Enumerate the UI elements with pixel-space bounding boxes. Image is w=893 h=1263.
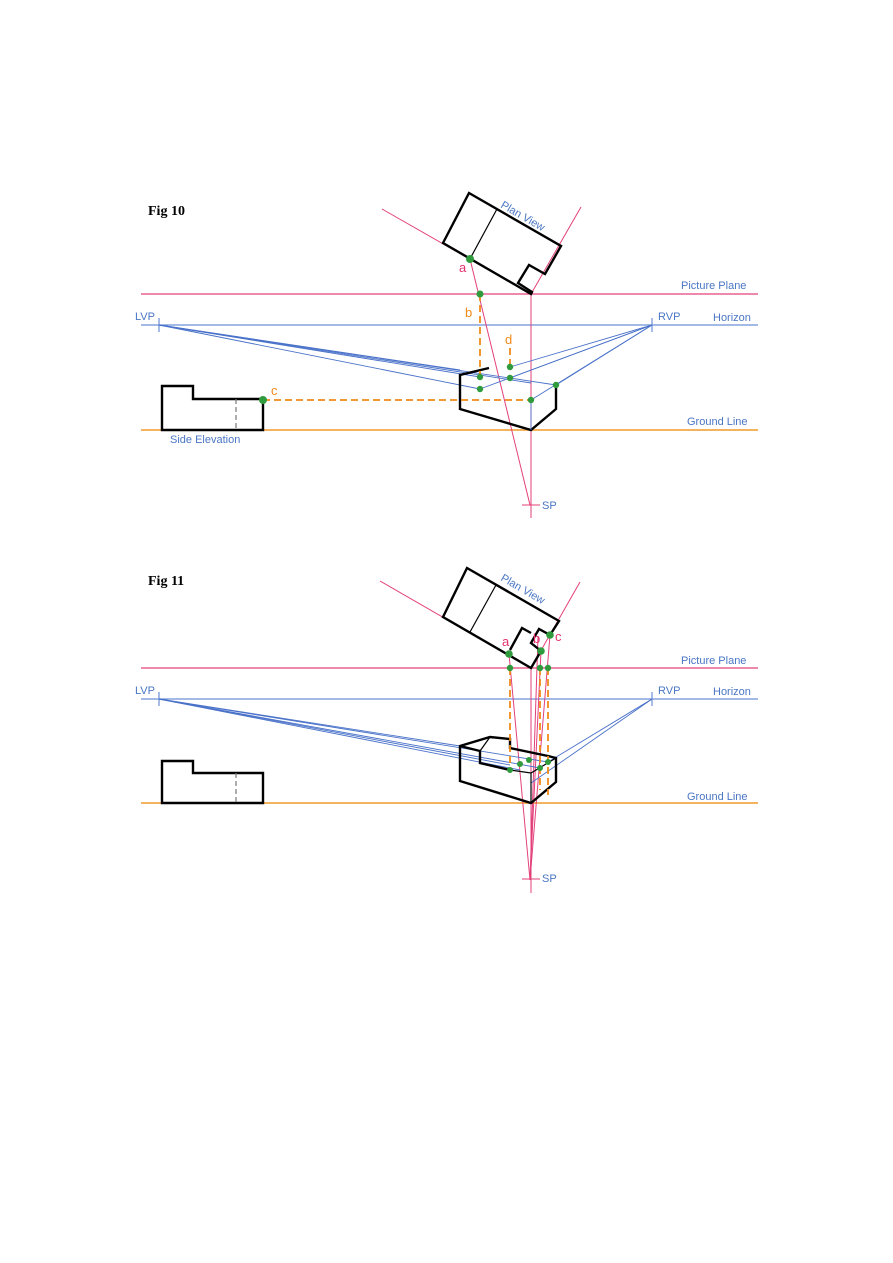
perspective-outline — [458, 735, 558, 805]
plan-view-notch — [508, 626, 532, 651]
horizon-label: Horizon — [713, 686, 751, 698]
plan-view: Plan View — [441, 191, 563, 296]
lvp-projection-lines — [158, 698, 549, 771]
right-view-angle-line — [530, 206, 582, 295]
horizon-label: Horizon — [713, 312, 751, 324]
lvp-label: LVP — [135, 311, 155, 323]
point-a-label: a — [459, 260, 467, 275]
sp-label: SP — [542, 500, 557, 512]
construction-points — [259, 255, 560, 404]
point-c-label: c — [555, 629, 562, 644]
ground-line-label: Ground Line — [687, 416, 748, 428]
rvp-label: RVP — [658, 685, 680, 697]
side-elevation-outline — [160, 759, 265, 805]
point-c-label: c — [271, 383, 278, 398]
picture-plane-label: Picture Plane — [681, 655, 746, 667]
construction-points — [505, 631, 554, 773]
plan-view-step-edge — [470, 208, 498, 258]
plan-view-outline — [441, 566, 561, 670]
figure-title: Fig 10 — [148, 204, 185, 219]
side-elevation-label: Side Elevation — [170, 434, 240, 446]
sp-label: SP — [542, 873, 557, 885]
lvp-projection-lines — [158, 324, 557, 390]
point-b-label: b — [533, 631, 540, 646]
plan-view-label: Plan View — [499, 199, 547, 234]
point-b-label: b — [465, 305, 472, 320]
step-top-edge — [479, 736, 491, 752]
perspective-outline — [458, 366, 558, 432]
side-elevation — [160, 759, 265, 805]
figure-title: Fig 11 — [148, 574, 184, 589]
picture-plane-label: Picture Plane — [681, 280, 746, 292]
figure-10: Fig 10 — [135, 191, 758, 518]
side-elevation: Side Elevation — [160, 384, 265, 446]
side-elevation-outline — [160, 384, 265, 432]
perspective-step — [459, 744, 511, 772]
rvp-projection-lines — [530, 698, 653, 784]
ground-line-label: Ground Line — [687, 791, 748, 803]
point-d-label: d — [505, 332, 512, 347]
perspective-object — [458, 366, 558, 432]
point-a-label: a — [502, 634, 510, 649]
rvp-label: RVP — [658, 311, 680, 323]
figure-11: Fig 11 — [135, 566, 758, 893]
plan-view-step-edge — [469, 584, 497, 633]
lvp-label: LVP — [135, 685, 155, 697]
